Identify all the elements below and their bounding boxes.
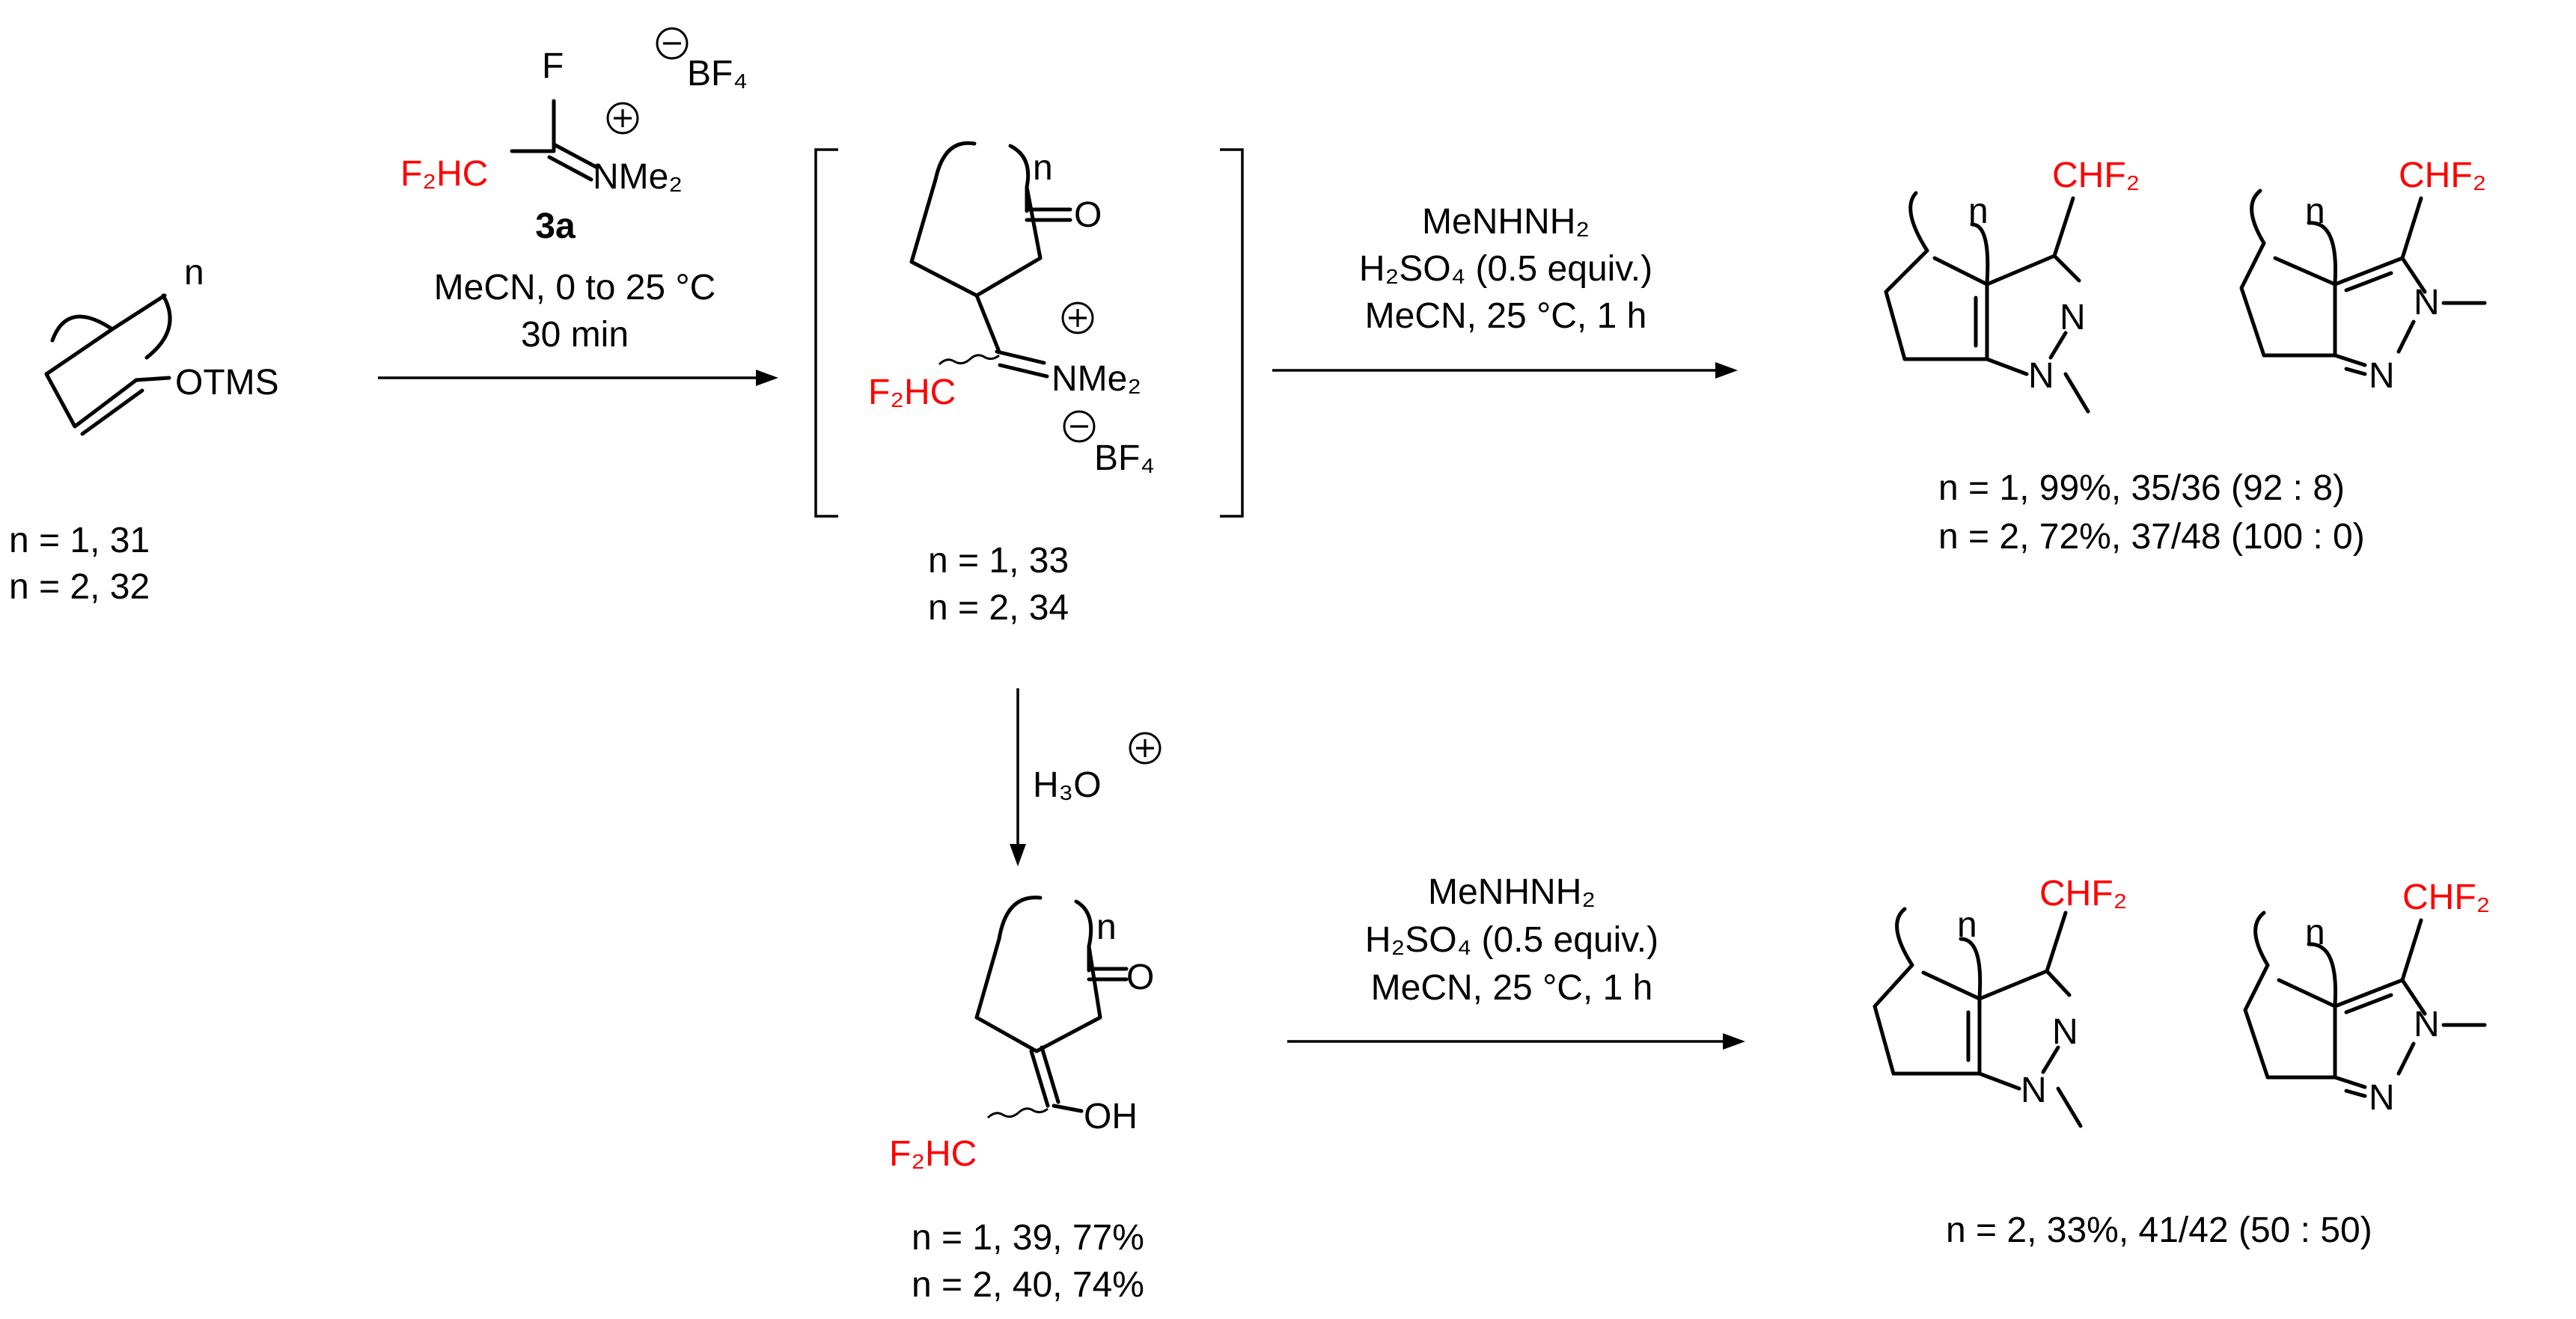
step3-arrow <box>1287 1033 1745 1050</box>
intermediate-label-line2: n = 2, 34 <box>928 588 1069 628</box>
reagent-f-atom: F <box>542 46 564 86</box>
plus-charge-icon <box>606 102 639 135</box>
sm-label-line1: n = 1, 31 <box>9 521 150 560</box>
bottom-right-n2-atom: N <box>2414 1005 2440 1044</box>
pyrazole-product-bottom-left: n CHF₂ N N <box>1873 874 2127 1128</box>
enol-label-line1: n = 1, 39, 77% <box>912 1218 1144 1258</box>
top-right-n1-atom: N <box>2369 356 2395 396</box>
enol-ring-size-n: n <box>1096 908 1117 947</box>
step2-arrow <box>1272 362 1738 379</box>
pyrazole-product-top-left: n CHF₂ N N <box>1884 156 2140 414</box>
top-right-n2-atom: N <box>2414 283 2440 322</box>
intermediate-nme2-group: NMe₂ <box>1052 359 1141 399</box>
enol-f2hc-group: F₂HC <box>889 1134 977 1174</box>
hydrolysis-arrow <box>1010 688 1026 866</box>
top-right-ring-size-n: n <box>2305 192 2325 231</box>
step1-conditions-line1: MeCN, 0 to 25 °C <box>434 268 716 307</box>
top-right-chf2-group: CHF₂ <box>2399 156 2486 195</box>
top-left-ring-size-n: n <box>1968 192 1989 231</box>
enol-ketone: n O OH F₂HC n = 1, 39, 77% n = 2, 40, 74… <box>889 896 1154 1305</box>
step2-conditions-line3: MeCN, 25 °C, 1 h <box>1365 296 1647 336</box>
minus-charge-icon <box>1063 410 1096 443</box>
otms-group: OTMS <box>175 363 279 403</box>
reagent-3a: F F₂HC NMe₂ BF₄ 3a <box>400 27 748 246</box>
step2-conditions-line1: MeNHNH₂ <box>1422 202 1590 242</box>
enol-oh-group: OH <box>1084 1097 1138 1136</box>
intermediate-ring-size-n: n <box>1033 148 1053 188</box>
intermediate-label-line1: n = 1, 33 <box>928 541 1069 581</box>
pyrazole-product-bottom-right: n CHF₂ N N <box>2243 878 2490 1118</box>
enol-carbonyl-o: O <box>1126 958 1154 997</box>
top-left-chf2-group: CHF₂ <box>2052 156 2140 195</box>
bottom-left-n1-atom: N <box>2021 1071 2047 1110</box>
top-left-n2-atom: N <box>2060 298 2086 337</box>
ring-size-n: n <box>184 253 204 293</box>
minus-charge-icon <box>656 27 689 60</box>
bottom-left-n2-atom: N <box>2052 1012 2078 1052</box>
bottom-right-chf2-group: CHF₂ <box>2402 878 2490 917</box>
hydrolysis-reagent: H₃O <box>1033 765 1102 805</box>
bottom-left-ring-size-n: n <box>1957 905 1977 945</box>
reagent-f2hc-group: F₂HC <box>400 154 488 194</box>
bottom-left-chf2-group: CHF₂ <box>2039 874 2127 913</box>
intermediate-f2hc-group: F₂HC <box>868 373 956 412</box>
step1-conditions-line2: 30 min <box>521 315 629 355</box>
top-results-line2: n = 2, 72%, 37/48 (100 : 0) <box>1938 517 2365 557</box>
top-left-n1-atom: N <box>2028 356 2054 396</box>
bottom-right-ring-size-n: n <box>2305 913 2325 952</box>
reagent-label: 3a <box>535 206 576 246</box>
step3-conditions-line1: MeNHNH₂ <box>1428 872 1596 912</box>
intermediate-carbonyl-o: O <box>1074 195 1102 235</box>
bottom-results-line1: n = 2, 33%, 41/42 (50 : 50) <box>1946 1211 2372 1250</box>
pyrazole-product-top-right: n CHF₂ N N <box>2239 156 2487 396</box>
step1-arrow <box>378 370 778 386</box>
plus-charge-icon <box>1129 732 1162 765</box>
intermediate-bf4-counterion: BF₄ <box>1094 438 1155 478</box>
step2-conditions-line2: H₂SO₄ (0.5 equiv.) <box>1359 249 1652 289</box>
sm-label-line2: n = 2, 32 <box>9 567 150 607</box>
bottom-right-n1-atom: N <box>2369 1078 2395 1118</box>
reagent-nme2-group: NMe₂ <box>593 157 683 197</box>
top-results-line1: n = 1, 99%, 35/36 (92 : 8) <box>1938 468 2345 508</box>
enol-label-line2: n = 2, 40, 74% <box>912 1265 1144 1305</box>
iminium-intermediate: n O F₂HC NMe₂ BF₄ n = 1, 33 n = 2, 34 <box>814 141 1244 628</box>
reagent-bf4-counterion: BF₄ <box>687 54 748 94</box>
step3-conditions-line2: H₂SO₄ (0.5 equiv.) <box>1365 920 1658 960</box>
silyl-enol-ether: n OTMS n = 1, 31 n = 2, 32 <box>9 253 279 607</box>
plus-charge-icon <box>1061 302 1094 334</box>
step3-conditions-line3: MeCN, 25 °C, 1 h <box>1371 968 1653 1008</box>
